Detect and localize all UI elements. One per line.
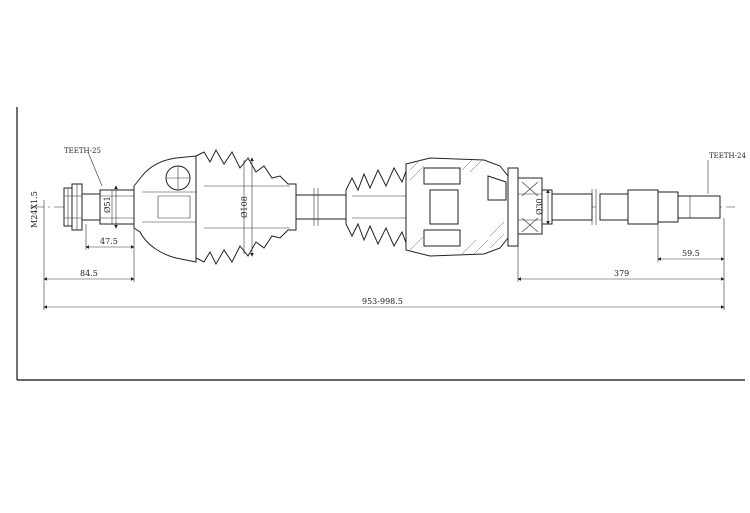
thread-label: M24X1.5 — [30, 191, 39, 228]
inner-tripod-joint — [405, 157, 509, 257]
bearing-flange — [507, 167, 553, 247]
dimension-47-5: 47.5 — [100, 237, 118, 246]
inner-boot — [345, 161, 415, 253]
intermediate-shaft — [295, 188, 347, 226]
outer-cv-joint — [133, 155, 197, 263]
teeth-left-label: TEETH-25 — [64, 147, 101, 155]
diameter-markers — [114, 157, 550, 257]
outer-boot — [195, 148, 297, 266]
dia-left-shaft-label: Ø51 — [103, 196, 112, 213]
dimension-84-5: 84.5 — [80, 269, 98, 278]
right-spline-shaft — [551, 189, 721, 225]
extension-lines — [43, 200, 725, 310]
dimension-379: 379 — [614, 269, 629, 278]
dimension-lines — [43, 245, 725, 309]
leader-lines — [87, 151, 709, 194]
dimension-59-5: 59.5 — [682, 249, 700, 258]
dia-boot-label: Ø108 — [240, 196, 249, 218]
threaded-end — [63, 183, 101, 231]
dimension-total: 953-998.5 — [362, 297, 403, 306]
dia-right-label: Ø30 — [535, 198, 544, 215]
drawing-frame — [16, 107, 745, 381]
teeth-right-label: TEETH-24 — [709, 152, 746, 160]
